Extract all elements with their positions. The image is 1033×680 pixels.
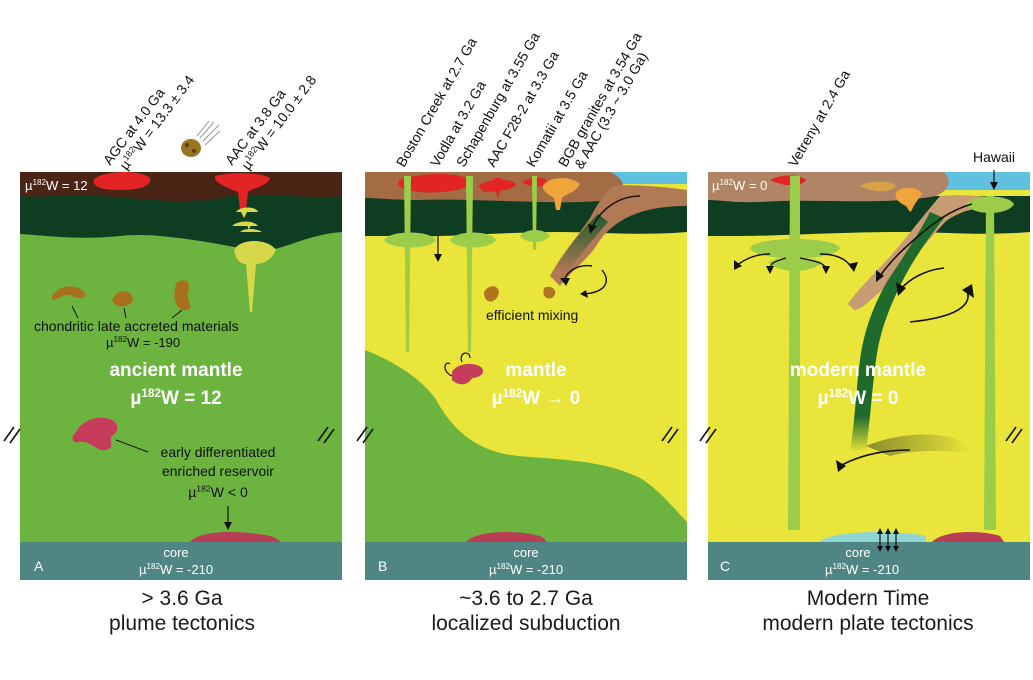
panel-b-plumes: [384, 176, 550, 352]
panel-b-caption: ~3.6 to 2.7 Ga localized subduction: [376, 586, 676, 636]
break-mark-icon: [356, 426, 679, 444]
panel-b-ocean: [600, 172, 687, 184]
panel-a-reservoir-value: µ182W < 0: [188, 484, 248, 500]
panel-b-green-residual-mantle: [365, 350, 687, 542]
break-mark-icon: [3, 426, 335, 444]
panel-b-enriched-reservoir: [452, 363, 484, 385]
panel-c-top-label-2: Hawaii: [973, 149, 1015, 165]
panel-a-core-value: µ182W = -210: [139, 562, 213, 577]
panel-b-letter: B: [378, 558, 387, 574]
panel-a-plume: [232, 207, 276, 312]
panel-c-mantle-title: modern mantle: [790, 360, 926, 381]
panel-c-caption-line-2: modern plate tectonics: [762, 612, 974, 635]
panel-c-caption-line-1: Modern Time: [806, 587, 930, 610]
panel-a-crust-value: µ182W = 12: [25, 178, 88, 193]
panel-a-core: [20, 542, 342, 580]
panel-b-core-label: core: [513, 545, 538, 560]
panel-c-slab-body: [850, 212, 944, 452]
panel-b-mantle-title: mantle: [505, 360, 566, 381]
panel-c-ocean: [940, 172, 1030, 190]
panel-a-mantle-title: ancient mantle: [109, 360, 242, 381]
panel-b-basal-reservoir: [466, 532, 546, 542]
panel-b-slab-tail: [556, 214, 608, 274]
panel-b-caption-line-2: localized subduction: [431, 612, 621, 635]
panel-a: AGC at 4.0 Ga µ182W = 13.3 ± 3.4 AAC at …: [3, 62, 342, 580]
panel-b-small-plume: [434, 236, 442, 262]
panel-a-reservoir-label-2: enriched reservoir: [162, 463, 274, 479]
panel-b-granite: [542, 178, 580, 210]
panel-a-caption-line-2: plume tectonics: [109, 612, 255, 635]
panel-b-slab: [550, 185, 687, 286]
break-mark-icon: [699, 426, 1023, 444]
panel-a-reservoir-pointer: [115, 439, 149, 453]
panel-a-top-label-2: AAC at 3.8 Ga µ182W = 10.0 ± 2.8: [222, 62, 320, 177]
panel-c-top-label-1: Vetreny at 2.4 Ga: [785, 67, 853, 170]
panel-a-caption: > 3.6 Ga plume tectonics: [32, 586, 332, 636]
panel-c-letter: C: [720, 558, 730, 574]
panel-a-basal-reservoir: [190, 532, 280, 542]
panel-c-exchange-arrows: [879, 532, 897, 548]
panel-c-plumes: [750, 176, 1014, 530]
panel-c-basal-reservoir: [932, 532, 1004, 542]
panel-a-aac-melt: [214, 173, 270, 210]
panel-a-lithosphere: [20, 192, 342, 251]
panel-b-caption-line-1: ~3.6 to 2.7 Ga: [459, 587, 593, 610]
panel-a-caption-line-1: > 3.6 Ga: [141, 587, 223, 610]
panel-a-agc-melt: [93, 172, 151, 190]
panel-a-late-accreted-label: chondritic late accreted materials: [34, 318, 239, 334]
panel-a-core-label: core: [163, 545, 188, 560]
panel-c-crust: [708, 172, 949, 203]
panel-b-mantle-value: µ182W → 0: [492, 386, 581, 409]
panel-b-mixing-label: efficient mixing: [486, 307, 578, 323]
panel-c-core-reservoir: [820, 532, 926, 542]
panel-c-core: [708, 542, 1030, 580]
panel-b-core: [365, 542, 687, 580]
panel-a-late-arrows: [71, 305, 183, 319]
panel-a-late-value: µ182W = -190: [106, 335, 180, 350]
panel-c-mantle-value: µ182W = 0: [818, 386, 899, 409]
panel-c-core-label: core: [845, 545, 870, 560]
panel-b-core-value: µ182W = -210: [489, 562, 563, 577]
panel-c-core-value: µ182W = -210: [825, 562, 899, 577]
panel-a-mantle-value: µ182W = 12: [130, 386, 221, 409]
panel-a-top-label-1: AGC at 4.0 Ga µ182W = 13.3 ± 3.4: [100, 62, 198, 177]
panel-c: Vetreny at 2.4 Ga Hawaii µ182W = 0 moder…: [699, 67, 1030, 580]
panel-a-late-accreted-blobs: [52, 280, 191, 310]
meteorite-icon: [181, 120, 221, 157]
panel-c-caption: Modern Time modern plate tectonics: [718, 586, 1018, 636]
panel-c-arrowheads: [734, 260, 858, 274]
panel-a-letter: A: [34, 558, 44, 574]
panel-b: Boston Creek at 2.7 Ga Vodla at 3.2 Ga S…: [356, 29, 687, 580]
panel-a-reservoir-label-1: early differentiated: [161, 444, 276, 460]
panel-b-mixed-blobs: [484, 286, 556, 302]
panel-c-crust-value: µ182W = 0: [712, 178, 767, 193]
panel-a-enriched-reservoir: [72, 417, 118, 451]
